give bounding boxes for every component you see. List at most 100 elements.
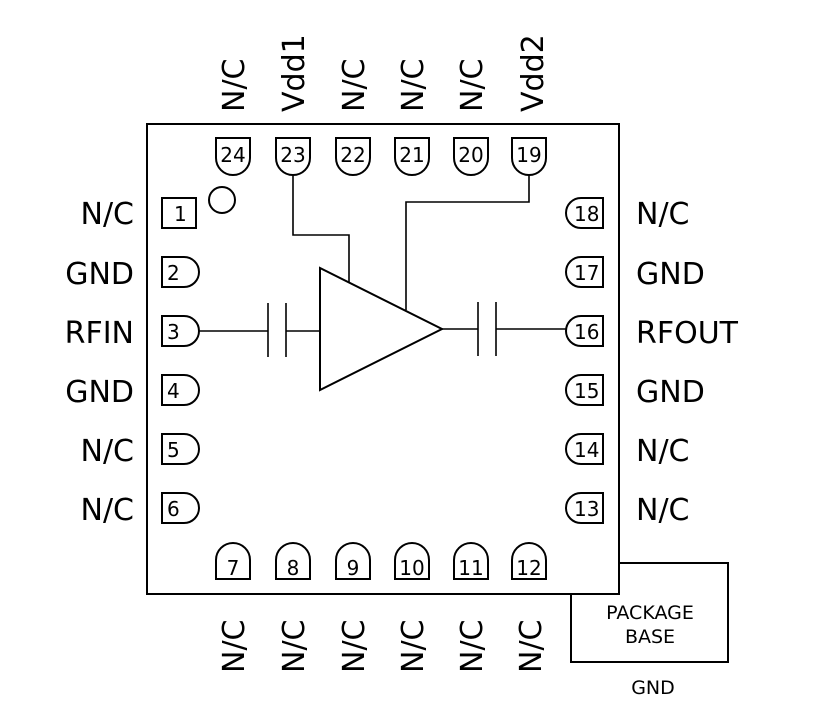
pin-8-number: 8 xyxy=(287,556,300,580)
pin-20-label: N/C xyxy=(455,59,490,113)
pin-14-pad xyxy=(565,433,604,465)
pin-10-number: 10 xyxy=(399,556,424,580)
pin-1-pad xyxy=(161,197,197,229)
pin-8-label: N/C xyxy=(277,620,312,674)
pin-15-label: GND xyxy=(636,375,705,410)
pin-4-number: 4 xyxy=(167,379,180,403)
pin-21-pad xyxy=(394,137,430,176)
pin-22-label: N/C xyxy=(337,59,372,113)
pin-2-label: GND xyxy=(65,257,134,292)
pin-24-label: N/C xyxy=(217,59,252,113)
pin-24-pad xyxy=(215,137,251,176)
package-base-line1: PACKAGE xyxy=(606,602,694,624)
left-pin-4: 4 GND xyxy=(65,374,200,410)
pin-23-label: Vdd1 xyxy=(277,34,312,112)
pin-19-number: 19 xyxy=(516,143,541,167)
pin-5-label: N/C xyxy=(81,434,135,469)
package-outline xyxy=(146,123,620,595)
package-base-ground: GND xyxy=(631,677,675,699)
pin-7-number: 7 xyxy=(227,556,240,580)
pin-9-number: 9 xyxy=(347,556,360,580)
pin-5-pad xyxy=(161,433,200,465)
pin-20-number: 20 xyxy=(458,143,483,167)
package-base-box xyxy=(570,562,729,663)
vdd1-trace xyxy=(292,175,350,282)
pin-8-pad xyxy=(275,542,311,580)
top-pin-22: 22 N/C xyxy=(335,59,372,176)
left-pin-2: 2 GND xyxy=(65,256,200,292)
bottom-pin-12: 12 N/C xyxy=(511,542,549,674)
left-pin-6: 6 N/C xyxy=(81,492,200,528)
pin-19-label: Vdd2 xyxy=(516,34,551,112)
pin-9-label: N/C xyxy=(337,620,372,674)
top-pin-21: 21 N/C xyxy=(394,59,431,176)
pin-23-pad xyxy=(275,137,311,176)
pin-20-pad xyxy=(453,137,489,176)
pin-14-number: 14 xyxy=(574,438,599,462)
pin-2-pad xyxy=(161,256,200,288)
pin-11-pad xyxy=(453,542,489,580)
top-pin-24: 24 N/C xyxy=(215,59,252,176)
pin-1-label: N/C xyxy=(81,197,135,232)
pin-5-number: 5 xyxy=(167,438,180,462)
pin-6-pad xyxy=(161,492,200,524)
bottom-pin-7: 7 N/C xyxy=(215,542,252,674)
left-pin-1: 1 N/C xyxy=(81,197,197,232)
pin-21-label: N/C xyxy=(396,59,431,113)
pin-11-number: 11 xyxy=(458,556,483,580)
pin-3-label: RFIN xyxy=(65,316,134,351)
pin-12-pad xyxy=(511,542,547,580)
pin-15-number: 15 xyxy=(574,379,599,403)
package-base-line2: BASE xyxy=(625,626,675,648)
pin-7-pad xyxy=(215,542,251,580)
pin-19-pad xyxy=(511,137,547,176)
pin-13-pad xyxy=(565,492,604,524)
pin-1-number: 1 xyxy=(174,202,187,226)
pin-14-label: N/C xyxy=(636,434,690,469)
pin-13-number: 13 xyxy=(574,497,599,521)
amplifier-triangle-symbol xyxy=(319,266,445,392)
pin-18-label: N/C xyxy=(636,197,690,232)
pin-23-number: 23 xyxy=(280,143,305,167)
right-pin-15: 15 GND xyxy=(565,374,705,410)
pin-4-label: GND xyxy=(65,375,134,410)
top-pin-19: 19 Vdd2 xyxy=(511,34,551,176)
right-pin-16: 16 RFOUT xyxy=(565,315,739,351)
pin-16-pad xyxy=(565,315,604,347)
pin-3-pad xyxy=(161,315,200,347)
pin-12-label: N/C xyxy=(514,620,549,674)
pin-18-number: 18 xyxy=(574,202,599,226)
pin-16-number: 16 xyxy=(574,320,599,344)
right-pin-18: 18 N/C xyxy=(565,197,690,232)
pin-11-label: N/C xyxy=(455,620,490,674)
pin-10-pad xyxy=(394,542,430,580)
vdd2-trace xyxy=(405,175,530,310)
bottom-pin-11: 11 N/C xyxy=(453,542,490,674)
pin-22-pad xyxy=(335,137,371,176)
right-pin-17: 17 GND xyxy=(565,256,705,292)
left-pin-3: 3 RFIN xyxy=(65,315,200,351)
left-pin-5: 5 N/C xyxy=(81,433,200,469)
pin-10-label: N/C xyxy=(396,620,431,674)
top-pin-20: 20 N/C xyxy=(453,59,490,176)
top-pin-23: 23 Vdd1 xyxy=(275,34,312,176)
pin-2-number: 2 xyxy=(167,261,180,285)
pin-17-pad xyxy=(565,256,604,288)
pin-13-label: N/C xyxy=(636,493,690,528)
pin-9-pad xyxy=(335,542,371,580)
bottom-pin-9: 9 N/C xyxy=(335,542,372,674)
bottom-pin-10: 10 N/C xyxy=(394,542,431,674)
pin-16-label: RFOUT xyxy=(636,316,739,351)
pin-22-number: 22 xyxy=(340,143,365,167)
pin-18-pad xyxy=(565,197,604,229)
bottom-pin-8: 8 N/C xyxy=(275,542,312,674)
pin1-indicator-circle xyxy=(208,186,236,214)
pin-15-pad xyxy=(565,374,604,406)
pin-6-label: N/C xyxy=(81,493,135,528)
pin-24-number: 24 xyxy=(220,143,245,167)
pin-3-number: 3 xyxy=(167,320,180,344)
pin-4-pad xyxy=(161,374,200,406)
pin-7-label: N/C xyxy=(217,620,252,674)
pin-17-number: 17 xyxy=(574,261,599,285)
